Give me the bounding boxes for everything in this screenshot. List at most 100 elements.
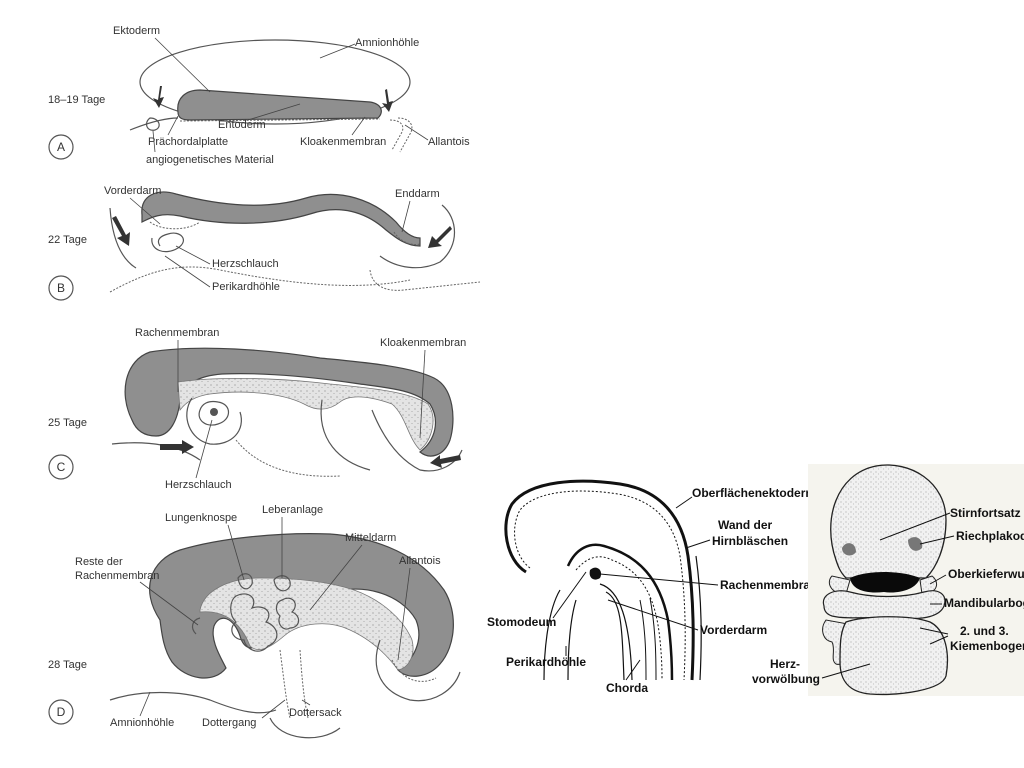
leader-allantois-d bbox=[397, 567, 411, 661]
label-chorda: Chorda bbox=[606, 681, 648, 695]
pericardium-line bbox=[543, 589, 577, 681]
heart-bulge bbox=[839, 616, 949, 696]
panel-d-letter-circle bbox=[48, 699, 74, 725]
leader-mitteldarm bbox=[309, 544, 363, 611]
hindgut-b bbox=[393, 231, 421, 245]
label-herzschlauch-b: Herzschlauch bbox=[212, 258, 279, 270]
label-lungenknospe: Lungenknospe bbox=[165, 512, 237, 524]
label-dottersack: Dottersack bbox=[289, 707, 342, 719]
label-kloakenmembran-a: Kloakenmembran bbox=[300, 136, 386, 148]
arrow-left-c bbox=[160, 440, 194, 454]
yolk-sac-b bbox=[109, 266, 411, 293]
yolk-stalk-d bbox=[279, 649, 309, 719]
leader-amnionhoehle-d bbox=[139, 691, 151, 717]
brain-wall-outer bbox=[504, 479, 695, 681]
ektoderm-layer bbox=[177, 89, 382, 121]
label-amnionhoehle-d: Amnionhöhle bbox=[110, 717, 174, 729]
leader-praechordalplatte bbox=[167, 115, 179, 136]
label-oberkieferwulst: Oberkieferwulst bbox=[948, 567, 1024, 581]
leader-kloakenmembran-c bbox=[419, 349, 426, 439]
entoderm-layer bbox=[179, 118, 381, 122]
leader-perikardhoehle-b bbox=[164, 255, 211, 288]
label-vorderdarm-s: Vorderdarm bbox=[700, 623, 767, 637]
allantois-d bbox=[391, 659, 437, 682]
label-herz-2: vorwölbung bbox=[752, 672, 820, 686]
yolk-sac-d bbox=[269, 717, 341, 739]
panel-a-letter: A bbox=[57, 140, 65, 154]
label-entoderm: Entoderm bbox=[218, 119, 266, 131]
leader-vorderdarm-s bbox=[607, 599, 699, 631]
heart-tube-c bbox=[198, 400, 230, 426]
label-riechplakode: Riechplakode bbox=[956, 529, 1024, 543]
allantois-duct-a bbox=[389, 119, 404, 151]
arrow-left-b bbox=[112, 216, 130, 246]
liver-bud-d bbox=[273, 575, 291, 592]
stomodeum-d bbox=[191, 617, 201, 635]
leader-oberflaechenektoderm bbox=[675, 496, 693, 509]
leader-reste bbox=[139, 581, 199, 626]
leader-chorda bbox=[625, 659, 641, 681]
amnion-b-right bbox=[379, 204, 455, 269]
allantois-b bbox=[369, 269, 481, 291]
leader-oberkieferwulst bbox=[929, 574, 947, 585]
leader-herz bbox=[821, 663, 871, 679]
yolk-c bbox=[235, 439, 341, 477]
leader-riechplakode bbox=[919, 535, 955, 545]
embryo-body-b bbox=[141, 191, 421, 247]
pericardial-c bbox=[186, 397, 242, 445]
panel-c-letter: C bbox=[57, 460, 66, 474]
mesoderm-c bbox=[177, 377, 434, 451]
label-leberanlage: Leberanlage bbox=[262, 504, 323, 516]
panel-d-days: 28 Tage bbox=[48, 659, 87, 671]
panel-c-letter-circle bbox=[48, 454, 74, 480]
leader-kiemen-b bbox=[929, 635, 949, 645]
panel-b-letter-circle bbox=[48, 275, 74, 301]
ectoderm-surface bbox=[695, 555, 702, 681]
label-dottergang: Dottergang bbox=[202, 717, 256, 729]
amnion-b-left bbox=[109, 207, 137, 269]
amnion-c-mid bbox=[320, 399, 371, 471]
panel-d: D 28 Tage Lungenknospe Leberanlage Mitte… bbox=[48, 504, 461, 739]
leader-dottersack bbox=[301, 699, 311, 706]
label-stirnfortsatz: Stirnfortsatz bbox=[950, 506, 1021, 520]
leader-kloakenmembran-a bbox=[351, 116, 366, 136]
foregut-b bbox=[149, 221, 201, 230]
brain-wall-inner bbox=[514, 490, 686, 681]
arrow-left-a bbox=[153, 86, 164, 108]
leader-herzschlauch-c bbox=[195, 419, 213, 479]
gut-loops-d2 bbox=[275, 597, 300, 630]
chorda-line bbox=[639, 597, 657, 681]
pharynx-wall bbox=[575, 556, 663, 681]
olfactory-placode-left bbox=[842, 543, 856, 556]
label-kloakenmembran-c: Kloakenmembran bbox=[380, 337, 466, 349]
foregut-tube-2 bbox=[605, 591, 625, 681]
label-amnionhoehle-a: Amnionhöhle bbox=[355, 37, 419, 49]
olfactory-placode-right bbox=[908, 537, 923, 551]
amnion-d-right bbox=[375, 639, 461, 702]
leader-angiogenetisch bbox=[152, 130, 156, 153]
leader-enddarm bbox=[401, 200, 411, 233]
label-angiogenetisch: angiogenetisches Material bbox=[146, 154, 274, 166]
panel-b-letter: B bbox=[57, 281, 65, 295]
leader-rachenmembran-s bbox=[599, 573, 719, 586]
label-allantois-d: Allantois bbox=[399, 555, 441, 567]
leader-lungenknospe bbox=[227, 524, 245, 581]
leader-allantois-a bbox=[404, 124, 429, 141]
sagittal-section: Oberflächenektoderm Wand der Hirnbläsche… bbox=[487, 479, 817, 695]
allantois-duct-a2 bbox=[397, 117, 413, 153]
yolk-sac-outline-a bbox=[129, 117, 179, 131]
panel-b-days: 22 Tage bbox=[48, 234, 87, 246]
leader-amnionhoehle-a bbox=[319, 43, 356, 59]
label-stomodeum: Stomodeum bbox=[487, 615, 556, 629]
label-oberflaechenektoderm: Oberflächenektoderm bbox=[692, 486, 816, 500]
label-ektoderm: Ektoderm bbox=[113, 25, 160, 37]
panel-a-days: 18–19 Tage bbox=[48, 94, 105, 106]
arrow-right-b bbox=[428, 226, 452, 248]
amnion-c-right bbox=[371, 409, 463, 472]
arrow-right-c bbox=[430, 455, 461, 468]
label-herzschlauch-c: Herzschlauch bbox=[165, 479, 232, 491]
label-enddarm: Enddarm bbox=[395, 188, 440, 200]
arrow-right-a bbox=[382, 89, 393, 112]
lung-bud-d bbox=[237, 573, 253, 590]
